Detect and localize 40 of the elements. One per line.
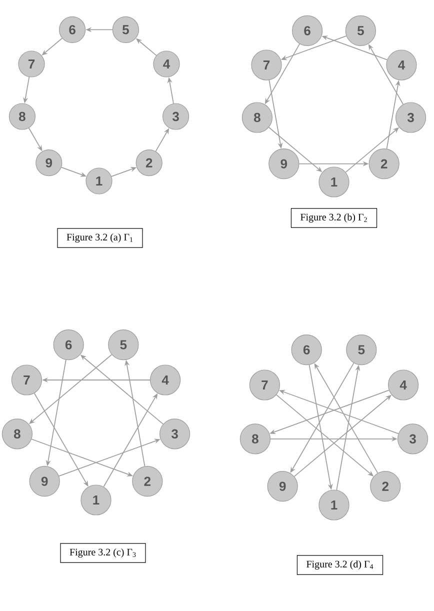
graph-vertex: 4 (386, 50, 417, 80)
graph-vertex: 7 (11, 364, 42, 396)
graph-vertex: 9 (267, 471, 298, 502)
graph-vertex: 8 (240, 424, 270, 454)
graph-vertex: 1 (86, 168, 112, 194)
graph-vertex: 9 (36, 150, 62, 176)
graph-vertex: 5 (345, 15, 376, 46)
graph-vertex: 8 (2, 418, 32, 450)
graph-vertex: 6 (59, 16, 86, 43)
graph-vertex: 6 (291, 334, 322, 366)
graph-vertex: 1 (80, 484, 112, 516)
graph-vertex: 4 (388, 370, 419, 400)
graph-vertex: 6 (292, 15, 323, 46)
graph-vertex: 4 (153, 50, 180, 78)
graph-vertex: 7 (251, 50, 282, 80)
graph-vertex: 8 (242, 102, 272, 133)
graph-vertex: 9 (268, 148, 300, 180)
graph-vertex: 5 (112, 16, 139, 43)
caption-box: Figure 3.2 (c) Γ$_{3}$ (60, 543, 146, 563)
graph-vertex: 3 (160, 418, 190, 450)
caption-box: Figure 3.2 (b) Γ$_{2}$ (290, 208, 378, 228)
graph-vertex: 7 (249, 370, 280, 400)
graph-vertex: 7 (18, 50, 45, 78)
graph-vertex: 5 (108, 330, 139, 360)
graph-vertex: 1 (318, 490, 350, 520)
graph-vertex: 5 (346, 334, 377, 366)
graph-vertex: 9 (29, 466, 60, 497)
caption-box: Figure 3.2 (a) Γ$_{1}$ (57, 228, 143, 248)
graph-vertex: 2 (136, 150, 162, 176)
caption-box: Figure 3.2 (d) Γ$_{4}$ (296, 555, 384, 575)
graph-vertex: 2 (132, 466, 163, 497)
graph-vertex: 4 (150, 364, 181, 396)
graph-vertex: 3 (162, 103, 190, 130)
graph-vertex: 6 (53, 330, 84, 360)
graph-vertex: 3 (398, 424, 428, 454)
graph-vertex: 3 (396, 102, 426, 133)
graph-vertex: 1 (318, 166, 350, 198)
graph-vertex: 2 (370, 471, 401, 502)
graph-vertex: 2 (368, 148, 400, 180)
graph-vertex: 8 (8, 103, 36, 130)
